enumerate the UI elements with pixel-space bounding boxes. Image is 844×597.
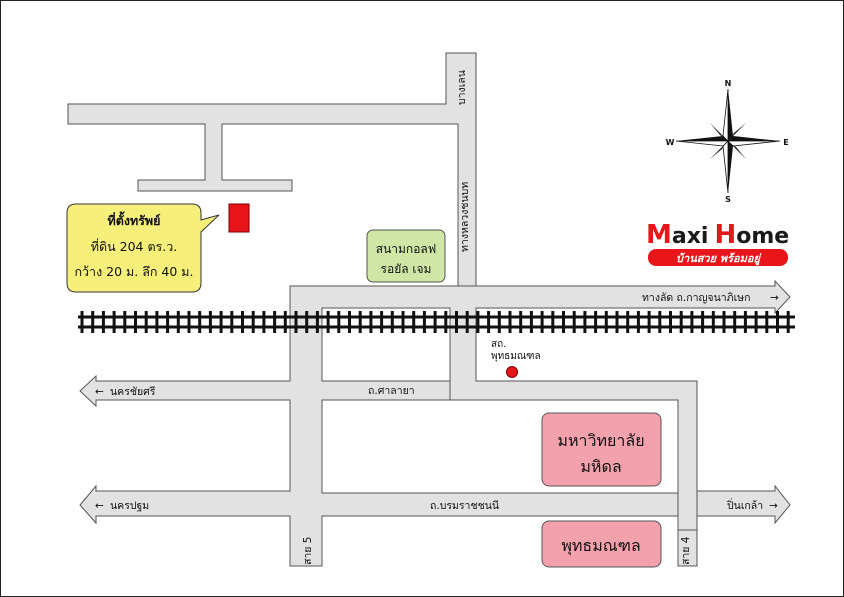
compass-s: S <box>725 195 731 204</box>
compass-n: N <box>725 79 732 88</box>
road-label-sai-5: สาย 5 <box>302 537 314 565</box>
road-label-borommaratchachonnani: ถ.บรมราชชนนี <box>430 499 499 512</box>
road-label-sai-4: สาย 4 <box>680 536 692 565</box>
road-label-kanchana-shortcut: ทางลัด ถ.กาญจนาภิเษก <box>642 292 750 304</box>
arrow-right-icon: → <box>769 500 778 512</box>
property-marker <box>228 203 250 233</box>
phutthamonthon-box <box>541 520 662 568</box>
brand-axi: axi <box>672 224 709 249</box>
brand-m: M <box>646 220 672 250</box>
road-upper-horizontal <box>67 52 477 293</box>
compass-e: E <box>783 138 788 147</box>
brand-tagline: บ้านสวย พร้อมอยู่ <box>676 252 762 266</box>
road-label-nakhon-chai-si: นครชัยศรี <box>110 385 156 398</box>
brand-tagline-pill <box>648 249 788 266</box>
mahidol-box <box>541 412 662 487</box>
golf-course-line2: รอยัล เจม <box>381 262 432 276</box>
station-label-line2: พุทธมณฑล <box>491 351 541 362</box>
golf-course-line1: สนามกอลฟ <box>376 242 437 256</box>
road-label-pin-klao: ปิ่นเกล้า <box>727 498 763 512</box>
brand-ome: ome <box>736 224 789 249</box>
station-marker <box>506 366 518 378</box>
road-label-nakhon-pathom: นครปฐม <box>110 500 149 512</box>
brand-h: H <box>714 220 736 250</box>
property-callout-bubble <box>66 203 220 293</box>
mahidol-line1: มหาวิทยาลัย <box>557 431 644 450</box>
callout-title: ที่ตั้งทรัพย์ <box>108 211 161 228</box>
road-label-thang-luang: ทางหลวงชนบท <box>459 182 471 252</box>
compass-w: W <box>666 138 675 147</box>
road-kanchana-shortcut <box>79 279 791 567</box>
roads-layer <box>67 52 791 567</box>
golf-course-box <box>366 229 446 283</box>
arrow-left-icon: ← <box>95 500 104 512</box>
arrow-right-icon: → <box>770 292 779 304</box>
mahidol-line2: มหิดล <box>580 457 621 476</box>
phutthamonthon-label: พุทธมณฑล <box>561 536 640 556</box>
arrow-left-icon: ← <box>95 386 104 398</box>
railway <box>78 311 795 333</box>
road-label-bang-len: บางเลน <box>456 70 468 105</box>
callout-land-size: ที่ดิน 204 ตร.ว. <box>91 238 178 254</box>
compass-rose-icon <box>675 88 781 194</box>
road-label-sala-ya: ถ.ศาลายา <box>368 385 415 397</box>
station-label-line1: สถ. <box>491 339 506 350</box>
callout-dimensions: กว้าง 20 ม. ลึก 40 ม. <box>74 264 193 279</box>
